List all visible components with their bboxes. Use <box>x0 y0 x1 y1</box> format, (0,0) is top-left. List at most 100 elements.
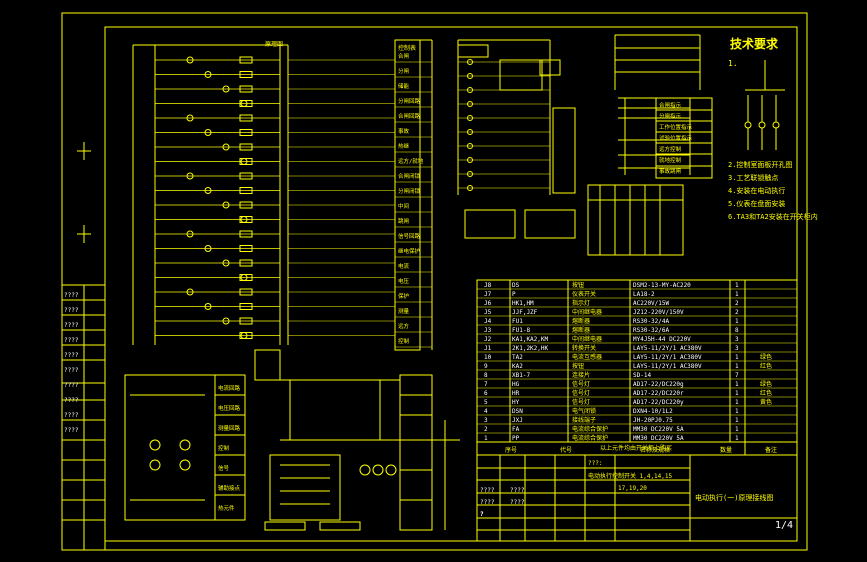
relay-coil <box>239 114 253 122</box>
bom-name: 电流综合保护 <box>572 425 608 433</box>
ctl-label: 保护 <box>398 292 410 300</box>
bom-name: 接线端子 <box>572 416 596 424</box>
tb-mark: ? <box>480 511 484 518</box>
contact <box>186 56 194 64</box>
bom-no: 8 <box>484 372 488 379</box>
tb-row2: 电动执行控制开关 1,4,14,15 <box>588 472 673 480</box>
bom-qty: 2 <box>735 309 739 316</box>
right-contact <box>467 129 473 135</box>
tech-note: 5.仪表在盘面安装 <box>728 199 785 208</box>
tb-code: ???? <box>510 487 525 494</box>
tech-note: 4.安装在电动执行 <box>728 186 785 195</box>
relay-coil <box>239 230 253 238</box>
bottom-label: 信号 <box>218 464 230 472</box>
bom-code: HR <box>512 390 520 397</box>
bom-name: 熔断器 <box>572 317 590 325</box>
contact <box>222 317 230 325</box>
bottom-label: 辅助接点 <box>218 484 241 492</box>
relay-coil <box>239 274 253 281</box>
outer-frame <box>61 12 808 551</box>
bom-code: HK1,HM <box>512 300 534 307</box>
contact <box>222 259 230 267</box>
ctl-label: 储能 <box>398 82 410 90</box>
right-contact <box>467 157 473 163</box>
relay-coil <box>239 303 253 310</box>
diagram-heading: 原理图 <box>265 41 283 48</box>
contact <box>204 129 212 136</box>
bom-qty: 1 <box>735 399 739 406</box>
bom-no: J3 <box>484 327 492 334</box>
bom-code: FU1-8 <box>512 327 530 334</box>
bom-no: 1 <box>484 435 488 442</box>
sheet-number: 1/4 <box>775 520 793 531</box>
control-table-heading: 控制表 <box>398 44 416 52</box>
bom-model: AD17-22/DC220r <box>633 390 684 397</box>
relay-coil <box>239 71 253 78</box>
ctl-label: 测量 <box>398 307 410 315</box>
bom-header-qty: 数量 <box>720 446 732 454</box>
left-tb-text: ???? <box>64 427 79 434</box>
indicator-label: 分闸指示 <box>659 112 682 120</box>
bom-model: RS30-32/4A <box>633 318 670 325</box>
bom-model: JZ12-220V/150V <box>633 309 684 316</box>
left-tb-text: ???? <box>64 337 79 344</box>
bom-model: SD-14 <box>633 372 651 379</box>
right-contact <box>467 73 473 79</box>
contact <box>222 143 230 151</box>
bom-no: J8 <box>484 282 492 289</box>
ctl-label: 中间 <box>398 202 409 210</box>
right-contact <box>467 59 473 65</box>
bottom-mid-schematic <box>254 349 460 531</box>
bom-model: LA18-2 <box>633 291 655 298</box>
left-tb-text: ???? <box>64 397 79 404</box>
ctl-label: 电流 <box>398 262 410 270</box>
bom-code: PP <box>512 435 520 442</box>
bom-name: 按钮 <box>572 281 584 289</box>
ctl-label: 热继 <box>398 142 410 150</box>
terminal-strips <box>464 184 684 256</box>
bom-qty: 1 <box>735 408 739 415</box>
relay-coil <box>239 100 253 107</box>
tb-code: ???? <box>480 487 495 494</box>
bom-name: 信号灯 <box>572 398 590 406</box>
relay-coil <box>239 143 253 151</box>
contact <box>186 288 194 296</box>
ctl-label: 跳闸 <box>398 217 409 225</box>
bom-qty: 1 <box>735 291 739 298</box>
bom-code: P <box>512 291 516 298</box>
bom-header-name: 名称及规格 <box>640 446 670 454</box>
bom-code: KA2 <box>512 363 523 370</box>
tb-code: ???? <box>480 499 495 506</box>
bom-code: 2K1,2K2,HK <box>512 345 549 352</box>
right-contact <box>467 101 473 107</box>
contact <box>186 114 194 122</box>
ctl-label: 分闸 <box>398 67 409 75</box>
bom-code: DS <box>512 282 520 289</box>
control-labels: 合闸分闸储能分闸回路合闸回路事故热继远方/就地合闸闭锁分闸闭锁中间跳闸信号回路继… <box>395 52 432 348</box>
right-contact <box>467 143 473 149</box>
bom-qty: 3 <box>735 345 739 352</box>
bom-no: 9 <box>484 363 488 370</box>
ctl-label: 远方/就地 <box>398 157 424 165</box>
relay-coil <box>239 317 253 325</box>
tb-code: ???? <box>510 499 525 506</box>
left-tb-text: ???? <box>64 382 79 389</box>
bom-code: XB1-7 <box>512 372 530 379</box>
bom-name: 电气闭锁 <box>572 407 596 415</box>
bom-code: JXJ <box>512 417 523 424</box>
ctl-label: 分闸回路 <box>398 97 421 105</box>
bom-code: HG <box>512 381 520 388</box>
left-tb-text: ???? <box>64 412 79 419</box>
bom-code: FA <box>512 426 520 433</box>
relay-coil <box>239 332 253 339</box>
bom-name: 中间继电器 <box>572 308 602 316</box>
left-tb-text: ???? <box>64 322 79 329</box>
bom-code: FU1 <box>512 318 523 325</box>
bom-header-code: 代号 <box>560 446 572 454</box>
bom-qty: 1 <box>735 426 739 433</box>
right-label-table <box>552 107 576 194</box>
tb-row3: 17,19,20 <box>618 485 647 492</box>
